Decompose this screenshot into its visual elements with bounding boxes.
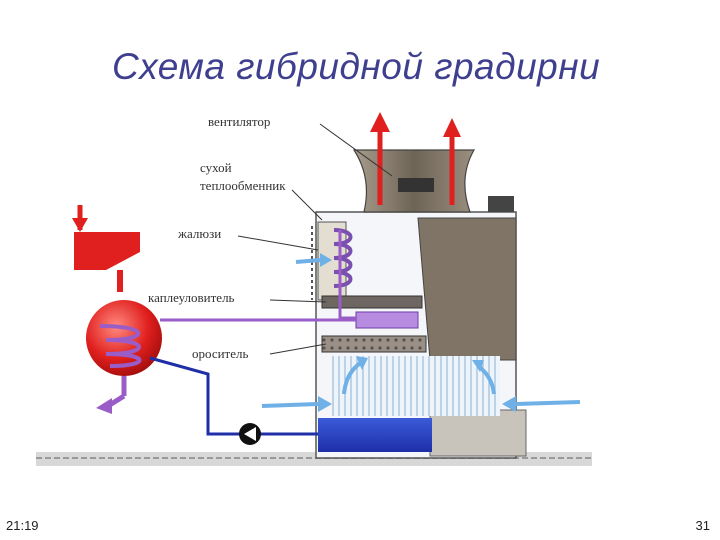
label-dry-hx-2: теплообменник <box>200 178 286 193</box>
inlet-head-icon <box>74 232 140 270</box>
label-drift-eliminator: каплеуловитель <box>148 290 235 305</box>
outlet-arrow-icon <box>96 398 112 414</box>
slide-time: 21:19 <box>6 518 39 533</box>
label-dry-hx-1: сухой <box>200 160 232 175</box>
rain-zone <box>332 356 500 416</box>
hot-water-inlet <box>72 205 140 292</box>
fan-motor-icon <box>398 178 434 192</box>
drift-eliminator <box>321 295 423 309</box>
slide-page-number: 31 <box>695 518 710 533</box>
condenser-vessel <box>86 300 162 414</box>
label-sprinkler: ороситель <box>192 346 248 361</box>
slide-title: Схема гибридной градирни <box>112 46 601 87</box>
sprinkler-fill <box>321 335 427 353</box>
cold-water-basin <box>318 418 432 452</box>
cold-water-return <box>149 356 318 445</box>
fan-stack <box>352 149 514 213</box>
distribution-pipe <box>355 311 419 329</box>
label-louvers: жалюзи <box>177 226 221 241</box>
motor-housing-icon <box>488 196 514 212</box>
label-fan: вентилятор <box>208 114 270 129</box>
